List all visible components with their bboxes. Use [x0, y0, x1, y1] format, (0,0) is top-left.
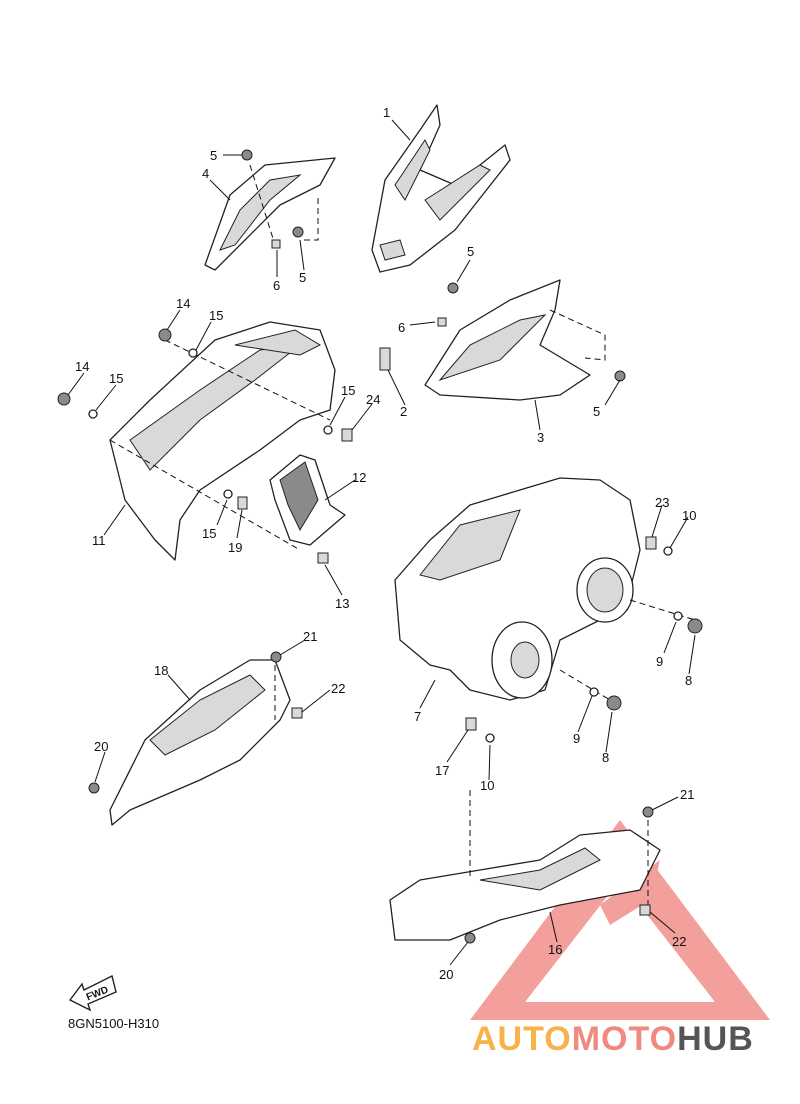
- part-1-front-cover: [371, 104, 511, 273]
- part-11-leg-shield: [109, 321, 336, 561]
- callout-14a: 14: [176, 296, 190, 311]
- callout-8b: 8: [602, 750, 609, 765]
- watermark-part3: HUB: [677, 1020, 754, 1058]
- callout-19: 19: [228, 540, 242, 555]
- callout-15d: 15: [202, 526, 216, 541]
- callout-8a: 8: [685, 673, 692, 688]
- callout-7: 7: [414, 709, 421, 724]
- callout-12: 12: [352, 470, 366, 485]
- callout-15b: 15: [109, 371, 123, 386]
- diagram-code: 8GN5100-H310: [68, 1016, 160, 1031]
- leader-lines: [67, 119, 696, 966]
- watermark-part2: MOTO: [571, 1020, 678, 1058]
- callout-15c: 15: [341, 383, 355, 398]
- callout-17: 17: [435, 763, 449, 778]
- fwd-arrow-icon: FWD: [68, 974, 117, 1012]
- fastener-icons: [57, 149, 703, 944]
- callout-3: 3: [537, 430, 544, 445]
- callout-11: 11: [92, 533, 106, 548]
- callout-20b: 20: [439, 967, 453, 982]
- callout-21b: 21: [680, 787, 694, 802]
- callout-4: 4: [202, 166, 209, 181]
- callout-22b: 22: [672, 934, 686, 949]
- callout-16: 16: [548, 942, 562, 957]
- callout-5c: 5: [467, 244, 474, 259]
- callout-labels: 1 2 3 4 5 5 5 5 6 6 7 8 8 9 9 10 10 11 1…: [75, 105, 696, 982]
- part-12-grille: [269, 454, 346, 546]
- part-18-under-cover: [109, 659, 291, 826]
- part-16-under-cover: [389, 790, 661, 941]
- callout-14b: 14: [75, 359, 89, 374]
- part-3-side-cover: [424, 279, 606, 401]
- callout-18: 18: [154, 663, 168, 678]
- callout-10a: 10: [682, 508, 696, 523]
- callout-22a: 22: [331, 681, 345, 696]
- callout-24: 24: [366, 392, 380, 407]
- callout-6b: 6: [398, 320, 405, 335]
- part-7-main-cover: [394, 477, 696, 701]
- callout-2: 2: [400, 404, 407, 419]
- callout-21a: 21: [303, 629, 317, 644]
- callout-5b: 5: [299, 270, 306, 285]
- callout-5a: 5: [210, 148, 217, 163]
- callout-9a: 9: [656, 654, 663, 669]
- watermark-part1: AUTO: [472, 1020, 572, 1058]
- callout-15a: 15: [209, 308, 223, 323]
- part-4-side-cover: [204, 157, 336, 271]
- callout-10b: 10: [480, 778, 494, 793]
- callout-13: 13: [335, 596, 349, 611]
- callout-1: 1: [383, 105, 390, 120]
- callout-5d: 5: [593, 404, 600, 419]
- callout-20a: 20: [94, 739, 108, 754]
- callout-9b: 9: [573, 731, 580, 746]
- callout-23: 23: [655, 495, 669, 510]
- watermark-text: AUTOMOTOHUB: [472, 1020, 754, 1059]
- callout-6a: 6: [273, 278, 280, 293]
